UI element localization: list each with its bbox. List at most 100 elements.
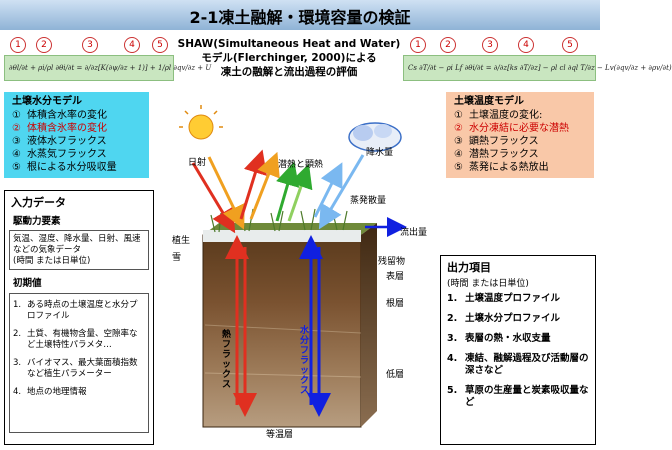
initial-value-text: 地点の地理情報 [27, 387, 87, 397]
heat-model-item-text: 潜熱フラックス [468, 149, 539, 160]
water-model-item-text: 水蒸気フラックス [26, 149, 107, 160]
heat-model-title: 土壌温度モデル [454, 96, 524, 107]
label-snow: 雪 [172, 253, 182, 263]
initial-value-text: ある時点の土壌温度と水分プロファイル [27, 300, 138, 321]
output-panel: 出力項目 (時間 または日単位) 1. 土壌温度プロファイル 2. 土壌水分プロファイ… [440, 255, 596, 445]
heat-model-item-text: 顕熱フラックス [468, 136, 539, 147]
eq-left-number-5: 5 [152, 37, 168, 53]
heat-model-item: ③ 顕熱フラックス [454, 135, 594, 148]
output-item-text: 凍結、融解過程及び活動層の深さなど [465, 353, 589, 376]
page-title: 2-1凍土融解・環境容量の検証 [189, 8, 411, 27]
eq-right-number-2: 2 [440, 37, 456, 53]
heat-model-item: ④ 潜熱フラックス [454, 148, 594, 161]
heat-model-box: 土壌温度モデル ① 土壌温度の変化: ② 水分凍結に必要な潜熱 ③ 顕熱フラックス ④ 潜熱フ… [446, 92, 594, 178]
heat-model-item-text: 土壌温度の変化: [468, 110, 543, 121]
label-surface: 表層 [386, 272, 405, 282]
eq-right-number-5: 5 [562, 37, 578, 53]
driving-text: 気温、湿度、降水量、日射、風速などの気象データ [13, 234, 141, 255]
latent-heat-arrow [275, 161, 300, 222]
model-heading-line3: 凍土の融解と流出過程の評価 [220, 66, 358, 78]
output-item: 4. 凍結、融解過程及び活動層の深さなど [447, 353, 591, 377]
output-item-number: 5. [447, 385, 458, 396]
soil-diagram [179, 105, 407, 428]
heat-model-item-number: ③ [454, 136, 463, 147]
latent-heat-arrow-2 [287, 163, 313, 222]
water-model-title: 土壌水分モデル [12, 96, 82, 107]
output-item-number: 2. [447, 313, 458, 324]
output-item-text: 土壌水分プロファイル [465, 313, 561, 324]
title-bar [0, 0, 600, 30]
output-title: 出力項目 [447, 261, 491, 274]
output-item-text: 土壌温度プロファイル [465, 293, 561, 304]
model-heading-line2: モデル(Flerchinger, 2000)による [201, 52, 377, 64]
reflected-arrow [239, 149, 267, 220]
eq-right-number-4: 4 [518, 37, 534, 53]
initial-value-item: 1.ある時点の土壌温度と水分プロファイル [13, 300, 145, 322]
output-item-number: 4. [447, 353, 458, 364]
driving-box: 気温、湿度、降水量、日射、風速などの気象データ (時間 または日単位) [9, 230, 149, 270]
heat-model-item: ② 水分凍結に必要な潜熱 [454, 122, 594, 135]
label-low-layer: 低層 [386, 370, 405, 380]
output-item: 5.草原の生産量と炭素吸収量など [447, 385, 591, 409]
label-latent-sensible: 潜熱と顕熱 [278, 160, 324, 170]
output-item: 2. 土壌水分プロファイル [447, 313, 591, 325]
initial-value-text: 土質、有機物含量、空隙率など土壌特性パラメタ… [27, 329, 138, 350]
eq-right-number-1: 1 [410, 37, 426, 53]
water-model-item: ① 体積含水率の変化 [12, 109, 149, 122]
initial-value-number: 3. [13, 358, 22, 368]
initial-values-box: 1.ある時点の土壌温度と水分プロファイル 2. 土質、有機物含量、空隙率など土壌特性… [9, 293, 149, 433]
heat-model-item-number: ① [454, 110, 463, 121]
input-data-panel: 入力データ 駆動力要素 気温、湿度、降水量、日射、風速などの気象データ (時間 … [4, 190, 154, 445]
evapotranspiration-arrow [313, 162, 343, 218]
water-model-item-number: ② [12, 123, 21, 134]
water-model-item-number: ① [12, 110, 21, 121]
label-evapotranspiration: 蒸発散量 [350, 196, 387, 206]
label-residue: 残留物 [378, 257, 406, 267]
driving-title: 駆動力要素 [13, 216, 61, 227]
soil-block [202, 223, 377, 428]
heat-model-item-number: ④ [454, 149, 463, 160]
heat-model-item-number: ② [454, 123, 463, 134]
precipitation-arrow [318, 154, 365, 230]
water-model-item-text: 液体水フラックス [26, 136, 107, 147]
label-isothermal: 等温層 [266, 430, 294, 440]
label-water-flux: 水分フラックス [300, 326, 310, 396]
model-heading: SHAW(Simultaneous Heat and Water) モデル(Fl… [176, 37, 402, 79]
water-model-item-number: ⑤ [12, 162, 21, 173]
output-item-text: 表層の熱・水収支量 [465, 333, 551, 344]
water-model-item-number: ③ [12, 136, 21, 147]
initial-value-item: 2. 土質、有機物含量、空隙率など土壌特性パラメタ… [13, 329, 145, 351]
heat-model-item-number: ⑤ [454, 162, 463, 173]
label-radiation: 日射 [188, 158, 207, 168]
driving-note: (時間 または日単位) [13, 256, 91, 266]
heat-model-item: ① 土壌温度の変化: [454, 109, 594, 122]
label-root-layer: 根層 [386, 299, 405, 309]
model-heading-line1: SHAW(Simultaneous Heat and Water) [177, 38, 401, 50]
initial-value-item: 3. バイオマス、最大葉面積指数など植生パラメーター [13, 358, 145, 380]
water-equation: ∂θl/∂t + ρi/ρl ∂θi/∂t = ∂/∂z[K(∂ψ/∂z + 1… [4, 55, 211, 81]
output-item: 1. 土壌温度プロファイル [447, 293, 591, 305]
water-model-item: ③ 液体水フラックス [12, 135, 149, 148]
initial-value-number: 2. [13, 329, 22, 339]
eq-left-number-3: 3 [82, 37, 98, 53]
water-model-item: ⑤ 根による水分吸収量 [12, 161, 149, 174]
water-model-item-text: 体積含水率の変化 [26, 110, 107, 121]
output-item: 3. 表層の熱・水収支量 [447, 333, 591, 345]
heat-model-item-text: 水分凍結に必要な潜熱 [468, 123, 569, 134]
rain-cloud-icon [348, 122, 402, 152]
radiation-arrow-2 [207, 156, 245, 230]
eq-right-number-3: 3 [482, 37, 498, 53]
output-note: (時間 または日単位) [447, 279, 529, 289]
initial-value-text: バイオマス、最大葉面積指数など植生パラメーター [27, 358, 138, 379]
label-runoff: 流出量 [400, 228, 428, 238]
initial-value-item: 4. 地点の地理情報 [13, 387, 145, 398]
output-item-number: 1. [447, 293, 458, 304]
label-vegetation: 植生 [172, 236, 191, 246]
water-model-item-text: 根による水分吸収量 [26, 162, 117, 173]
initial-value-number: 4. [13, 387, 22, 397]
radiation-arrow [191, 162, 236, 234]
output-item-number: 3. [447, 333, 458, 344]
eq-left-number-1: 1 [10, 37, 26, 53]
